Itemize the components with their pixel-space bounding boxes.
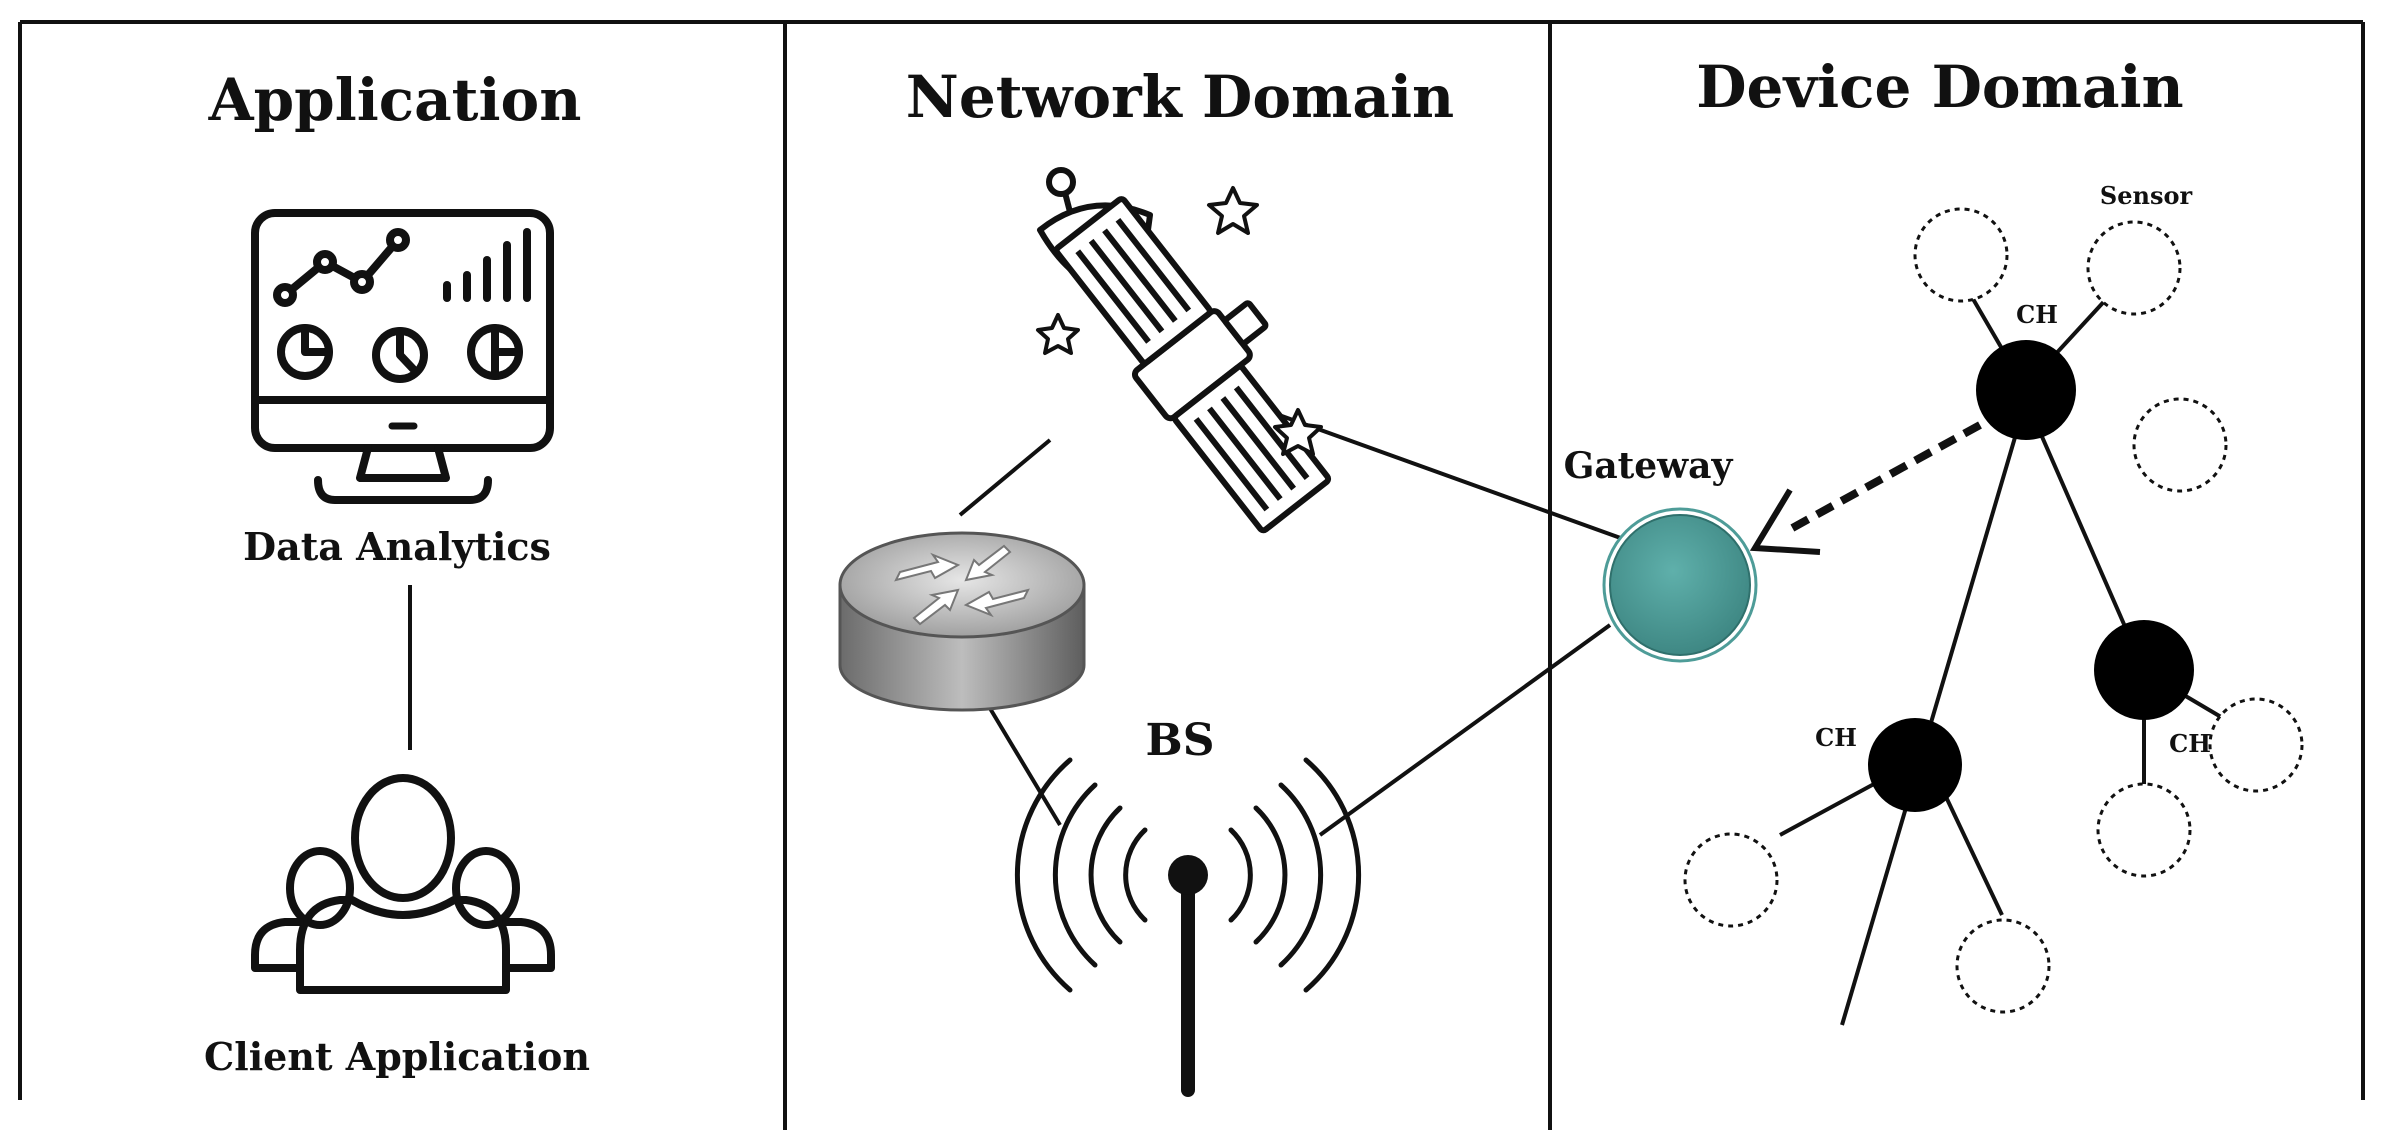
data-analytics-label: Data Analytics — [243, 524, 551, 569]
antenna-icon — [1014, 757, 1362, 1097]
sensor-label: Sensor — [2100, 181, 2193, 210]
sensor-node — [1913, 207, 2009, 303]
base-station-label: BS — [1146, 715, 1215, 766]
cluster-head-label: CH — [2169, 729, 2211, 758]
router-icon — [838, 531, 1086, 712]
router-bs-link — [983, 698, 1062, 827]
gateway-label: Gateway — [1564, 445, 1734, 487]
sensor-link — [2050, 293, 2112, 360]
satellite-gateway-link — [1264, 408, 1641, 547]
cluster-head-nodes — [1868, 340, 2194, 812]
cluster-head-node — [1976, 340, 2076, 440]
bs-gateway-link — [1318, 623, 1612, 837]
device-domain-heading: Device Domain — [1696, 53, 2183, 121]
data-flow-arrow — [1749, 421, 1982, 555]
star-icon — [1273, 408, 1323, 456]
network-links — [958, 408, 1641, 837]
application-heading: Application — [208, 66, 582, 134]
sensor-link — [1936, 779, 2004, 916]
client-application-label: Client Application — [204, 1034, 590, 1079]
sensor-nodes — [1683, 207, 2304, 1014]
sensor-link — [1840, 399, 2028, 1026]
cluster-head-node — [1868, 718, 1962, 812]
star-icon — [1207, 186, 1259, 235]
gateway-node — [1602, 507, 1758, 663]
cluster-head-node — [2094, 620, 2194, 720]
satellite-icon — [1037, 167, 1332, 534]
satellite-router-link — [958, 438, 1052, 517]
cluster-head-label: CH — [1815, 723, 1857, 752]
star-icons — [1036, 186, 1323, 456]
sensor-node — [2096, 782, 2192, 878]
sensor-node — [2086, 220, 2182, 316]
users-icon — [251, 774, 555, 994]
sensor-node — [2132, 397, 2228, 493]
diagram-frame — [18, 20, 2365, 1130]
monitor-dashboard-icon — [251, 209, 554, 504]
sensor-node — [2208, 697, 2304, 793]
network-domain-heading: Network Domain — [906, 63, 1454, 131]
star-icon — [1036, 313, 1080, 355]
sensor-node — [1683, 832, 1779, 928]
sensor-node — [1955, 918, 2051, 1014]
cluster-head-label: CH — [2016, 300, 2058, 329]
